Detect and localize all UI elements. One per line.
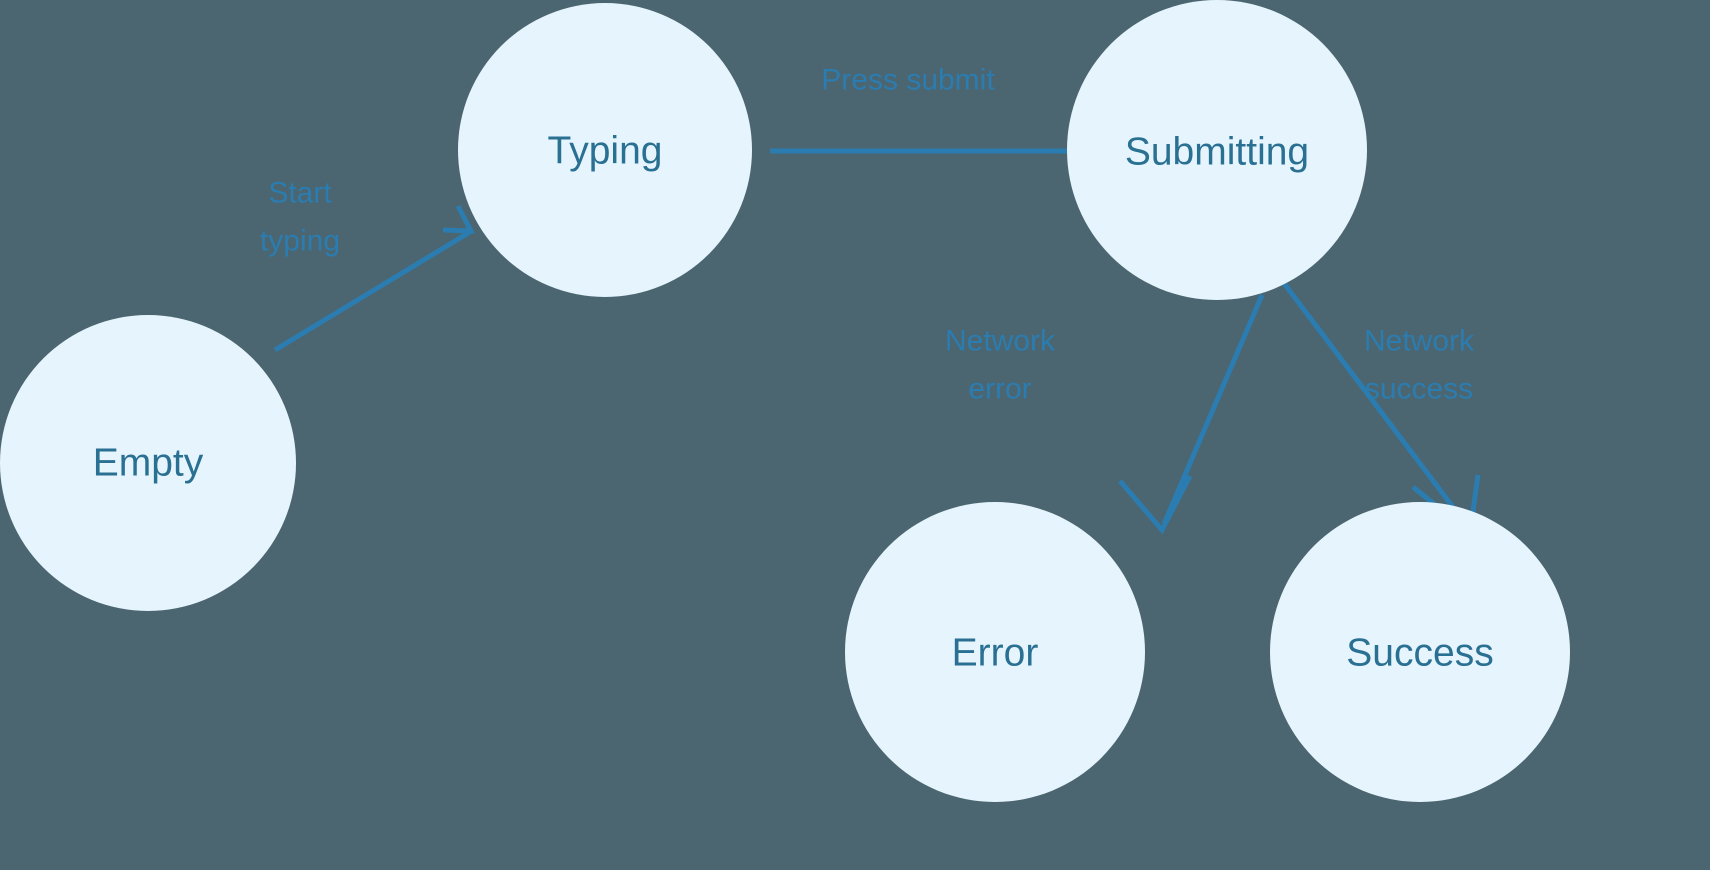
node-submitting[interactable]: Submitting bbox=[1067, 0, 1367, 300]
edge-submitting-to-error[interactable]: Network error bbox=[945, 294, 1265, 535]
edge-label-submitting-to-error-line2: error bbox=[968, 373, 1031, 406]
edge-line-submitting-to-error bbox=[1161, 294, 1265, 525]
edge-line-submitting-to-success bbox=[1281, 280, 1470, 529]
edge-empty-to-typing[interactable]: Start typing bbox=[260, 177, 476, 353]
edge-label-submitting-to-error-line1: Network bbox=[945, 325, 1056, 358]
edge-label-empty-to-typing-line1: Start bbox=[268, 177, 332, 210]
node-circle-success bbox=[1270, 502, 1570, 802]
node-label-error: Error bbox=[952, 632, 1039, 675]
node-label-empty: Empty bbox=[93, 442, 204, 485]
node-label-submitting: Submitting bbox=[1125, 131, 1309, 174]
node-typing[interactable]: Typing bbox=[458, 3, 752, 297]
node-success[interactable]: Success bbox=[1270, 502, 1570, 802]
node-circle-typing bbox=[458, 3, 752, 297]
edge-label-submitting-to-success-line2: success bbox=[1365, 373, 1473, 406]
node-error[interactable]: Error bbox=[845, 502, 1145, 802]
node-circle-empty bbox=[0, 315, 296, 611]
node-empty[interactable]: Empty bbox=[0, 315, 296, 611]
edge-label-submitting-to-success-line1: Network bbox=[1364, 325, 1475, 358]
arrowhead-submitting-to-error bbox=[1118, 474, 1193, 535]
edge-label-empty-to-typing-line2: typing bbox=[260, 225, 340, 258]
arrowhead-empty-to-typing bbox=[442, 204, 476, 234]
node-label-typing: Typing bbox=[548, 130, 663, 173]
edge-label-typing-to-submitting: Press submit bbox=[821, 64, 995, 97]
edge-submitting-to-success[interactable]: Network success bbox=[1281, 280, 1481, 538]
edge-line-empty-to-typing bbox=[273, 229, 472, 353]
node-label-success: Success bbox=[1346, 632, 1493, 675]
node-circle-submitting bbox=[1067, 0, 1367, 300]
node-circle-error bbox=[845, 502, 1145, 802]
